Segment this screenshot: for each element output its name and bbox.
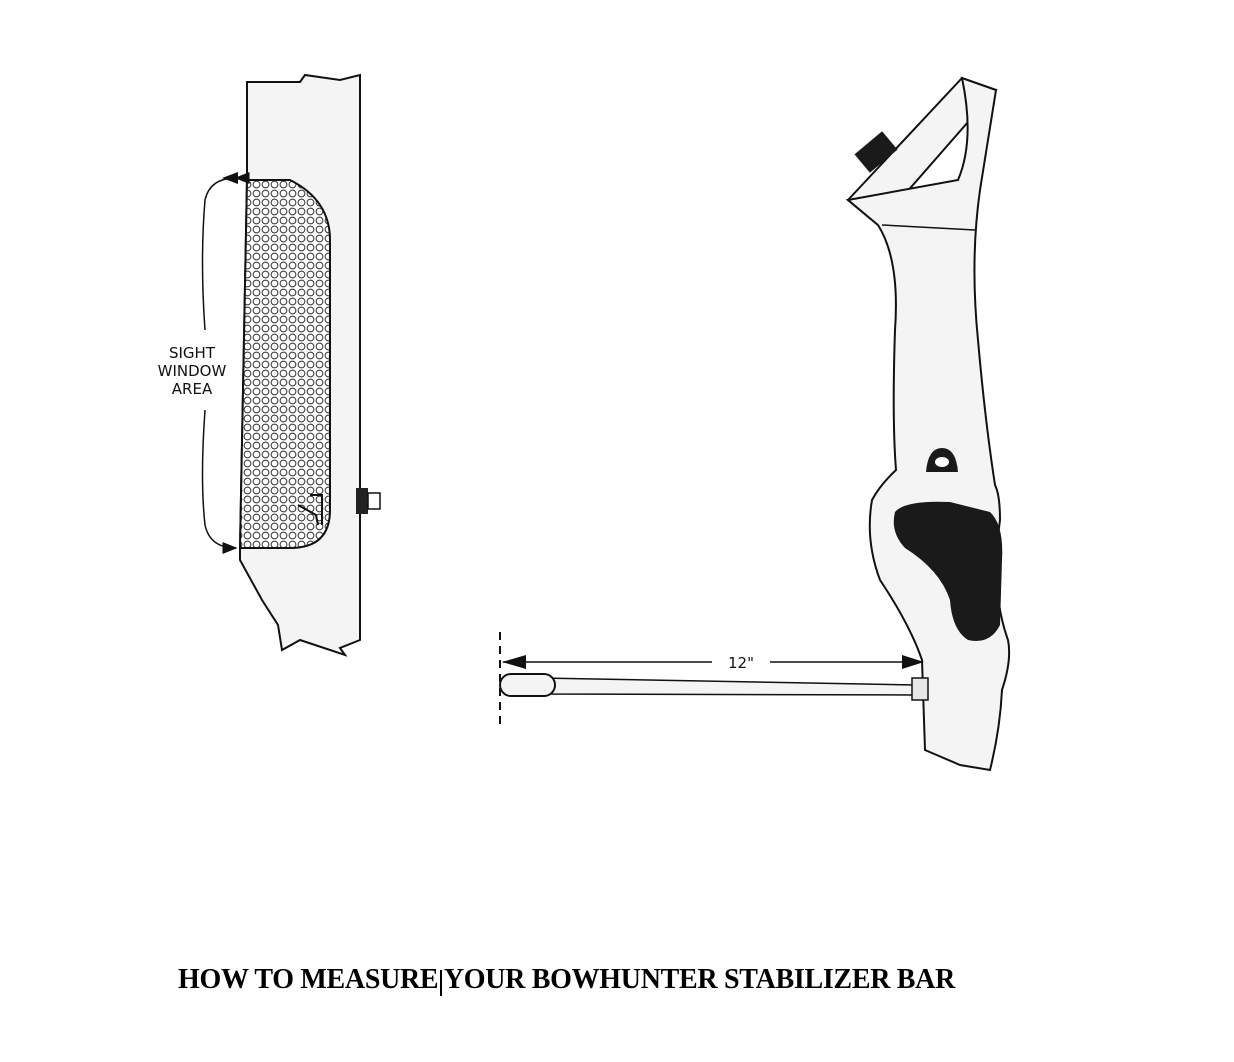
arrow-rest [297, 494, 323, 526]
arrowhead-icon [222, 172, 238, 184]
limb-bolt-icon [854, 131, 898, 173]
bracket-lower [201, 409, 238, 554]
sight-window-label-line-3: AREA [172, 380, 213, 398]
sight-window-label-line-2: WINDOW [158, 362, 227, 380]
riser-sight-window-view: SIGHT WINDOW AREA [158, 73, 381, 657]
bow-riser-side-view: 12" [499, 76, 1011, 772]
arrowhead-left-icon [502, 655, 526, 669]
bolt-icon [356, 488, 381, 514]
caption-part-2: YOUR BOWHUNTER STABILIZER BAR [443, 964, 956, 995]
bracket-upper [201, 171, 250, 331]
arrowhead-right-icon [902, 655, 924, 669]
sight-window-label-line-1: SIGHT [169, 344, 216, 362]
measurement-label: 12" [728, 654, 754, 672]
text-cursor [440, 970, 442, 996]
sight-window-crosshatch [238, 179, 331, 549]
grip [893, 501, 1003, 641]
stabilizer-bar [499, 673, 929, 701]
riser-seam [881, 224, 976, 231]
caption-part-1: HOW TO MEASURE [178, 964, 439, 995]
